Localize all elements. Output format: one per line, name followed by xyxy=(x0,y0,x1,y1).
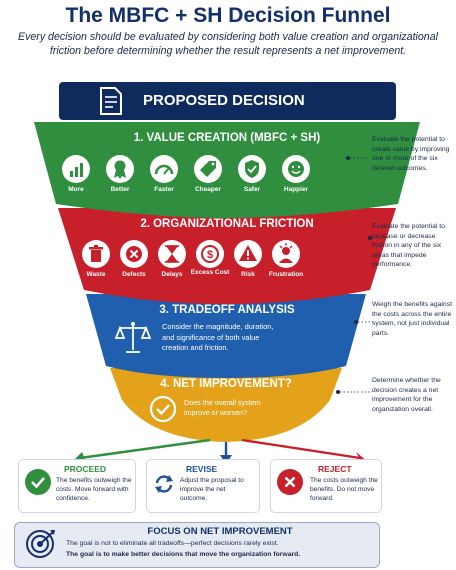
svg-text:$: $ xyxy=(207,249,213,261)
tradeoff-text: Consider the magnitude, duration, and si… xyxy=(162,322,274,352)
outcome-proceed-text: The benefits outweigh the costs. Move fo… xyxy=(56,477,132,502)
value-item-happier: Happier xyxy=(283,186,309,193)
page-subtitle: Every decision should be evaluated by co… xyxy=(18,31,438,57)
stage-net-shape xyxy=(110,368,342,442)
check-circle-icon xyxy=(149,395,177,423)
value-item-faster: Faster xyxy=(154,186,174,193)
tradeoff-note: Weigh the benefits against the costs acr… xyxy=(372,301,452,337)
outcome-revise-title: REVISE xyxy=(186,464,218,474)
document-icon xyxy=(100,87,122,115)
bar-chart-icon xyxy=(62,155,90,183)
smiley-face-icon xyxy=(282,155,310,183)
award-ribbon-icon xyxy=(106,155,134,183)
stage-friction-title: 2. ORGANIZATIONAL FRICTION xyxy=(140,218,314,230)
focus-line-2: The goal is to make better decisions tha… xyxy=(66,551,301,558)
value-item-safer: Safer xyxy=(243,186,261,193)
outcome-proceed-title: PROCEED xyxy=(64,464,107,474)
stage-friction-shape xyxy=(58,208,396,304)
outcome-revise-text: Adjust the proposal to improve the net o… xyxy=(180,477,244,502)
page-title: The MBFC + SH Decision Funnel xyxy=(65,4,391,27)
x-circle-icon xyxy=(120,240,148,268)
value-item-better: Better xyxy=(110,186,130,193)
dollar-coin-icon: $ xyxy=(196,240,224,268)
focus-line-1: The goal is not to eliminate all tradeof… xyxy=(66,540,279,547)
x-mark-icon xyxy=(277,469,303,495)
value-note: Evaluate the potential to create value b… xyxy=(372,136,450,172)
shield-check-icon xyxy=(238,155,266,183)
value-item-cheaper: Cheaper xyxy=(194,186,221,193)
stage-net-title: 4. NET IMPROVEMENT? xyxy=(160,378,292,390)
price-tag-icon xyxy=(194,155,222,183)
hourglass-icon xyxy=(158,240,186,268)
net-note: Determine whether the decision creates a… xyxy=(372,377,441,413)
target-icon xyxy=(26,530,55,558)
outcome-revise-card xyxy=(146,459,260,513)
refresh-arrows-icon xyxy=(152,472,176,501)
checkmark-icon xyxy=(25,469,51,495)
arrow-proceed xyxy=(79,438,211,460)
focus-title: FOCUS ON NET IMPROVEMENT xyxy=(147,526,293,537)
outcome-reject-title: REJECT xyxy=(318,464,352,474)
speedometer-icon xyxy=(150,155,178,183)
value-item-more: More xyxy=(68,186,84,193)
stage-tradeoff-shape xyxy=(86,294,366,378)
friction-item-excess-cost: Excess Cost xyxy=(190,269,230,276)
arrow-reject xyxy=(241,438,361,460)
friction-item-frustration: Frustration xyxy=(268,271,304,278)
friction-item-defects: Defects xyxy=(122,271,146,278)
trash-can-icon xyxy=(82,240,110,268)
stage-tradeoff-title: 3. TRADEOFF ANALYSIS xyxy=(159,304,295,316)
focus-box xyxy=(14,522,380,568)
warning-triangle-icon xyxy=(234,240,262,268)
balance-scale-icon xyxy=(114,322,152,353)
friction-item-waste: Waste xyxy=(86,271,106,278)
friction-item-delays: Delays xyxy=(161,271,183,278)
friction-item-risk: Risk xyxy=(241,271,255,278)
stage-value-shape xyxy=(34,122,420,218)
proposed-decision-label: PROPOSED DECISION xyxy=(143,92,305,109)
friction-note: Evaluate the potential to increase or de… xyxy=(372,223,445,268)
frustrated-person-icon xyxy=(272,240,300,268)
stage-value-title: 1. VALUE CREATION (MBFC + SH) xyxy=(133,132,321,144)
net-text: Does the overall system improve or worse… xyxy=(184,398,261,417)
outcome-reject-text: The costs outweigh the benefits. Do not … xyxy=(310,477,378,502)
